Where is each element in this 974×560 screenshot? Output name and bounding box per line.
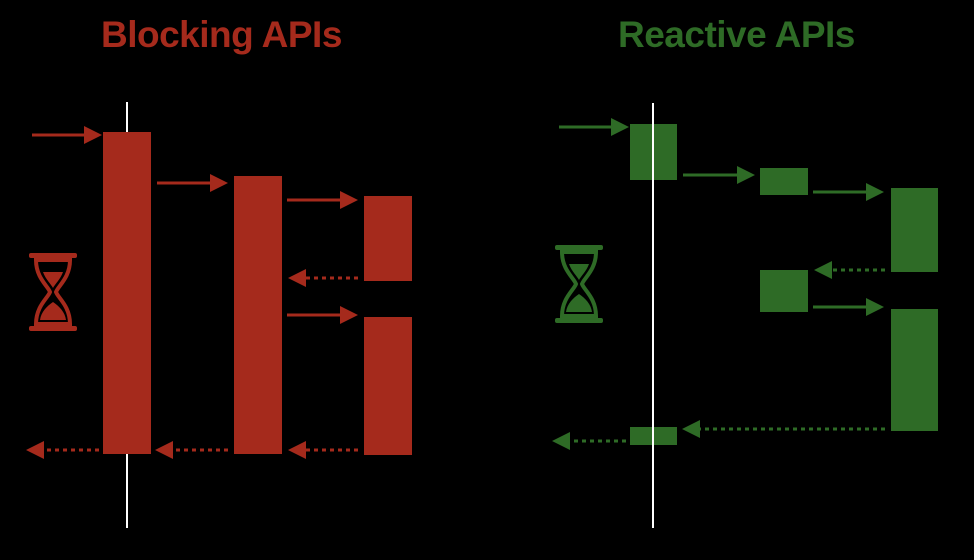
reactive-call-arrow <box>813 183 884 201</box>
blocking-call-arrow <box>32 126 102 144</box>
reactive-call-arrow <box>683 166 755 184</box>
reactive-apis-title: Reactive APIs <box>618 14 855 55</box>
blocking-bar-3a <box>364 196 412 281</box>
reactive-bar-3b <box>891 309 938 431</box>
blocking-return-arrow <box>155 441 228 459</box>
reactive-call-arrow <box>813 298 884 316</box>
blocking-apis-title: Blocking APIs <box>101 14 342 55</box>
blocking-call-arrow <box>287 306 358 324</box>
blocking-bar-3b <box>364 317 412 455</box>
blocking-call-arrow <box>157 174 228 192</box>
blocking-bar-2 <box>234 176 282 454</box>
reactive-bar-2b <box>760 270 808 312</box>
reactive-call-arrow <box>559 118 629 136</box>
reactive-return-arrow <box>814 261 885 279</box>
blocking-call-arrow <box>287 191 358 209</box>
reactive-return-arrow <box>682 420 885 438</box>
blocking-return-arrow <box>288 269 358 287</box>
reactive-bar-3a <box>891 188 938 272</box>
reactive-return-arrow <box>552 432 626 450</box>
reactive-bar-2a <box>760 168 808 195</box>
blocking-return-arrow <box>288 441 358 459</box>
blocking-return-arrow <box>26 441 99 459</box>
blocking-bar-1 <box>103 132 151 454</box>
hourglass-icon <box>29 253 77 331</box>
hourglass-icon <box>555 245 603 323</box>
